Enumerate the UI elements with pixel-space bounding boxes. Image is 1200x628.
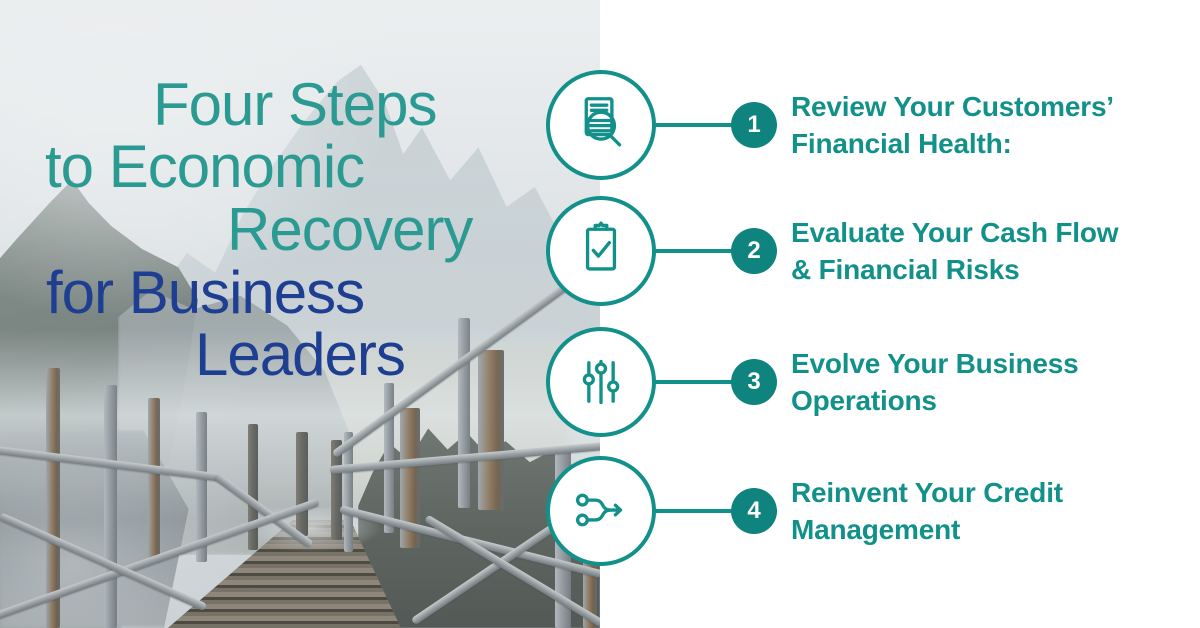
step-number: 2 <box>747 237 761 264</box>
clipboard-check-icon <box>585 221 617 271</box>
step-item-3: 3 Evolve Your Business Operations <box>546 325 1196 439</box>
railing-post <box>478 350 504 510</box>
step-4-icon-circle <box>546 456 656 566</box>
document-magnifier-icon <box>584 97 622 147</box>
step-label-line: Evolve Your Business <box>791 348 1079 379</box>
step-label-line: Financial Health: <box>791 128 1012 159</box>
railing-post <box>384 383 394 533</box>
step-number: 3 <box>747 368 761 395</box>
photo-haze <box>0 0 600 628</box>
step-item-4: 4 Reinvent Your Credit Management <box>546 454 1196 568</box>
step-number-badge: 1 <box>731 102 777 148</box>
step-number-badge: 4 <box>731 488 777 534</box>
step-label-line: Review Your Customers’ <box>791 91 1114 122</box>
sliders-icon <box>582 359 620 405</box>
step-1-icon-circle <box>546 70 656 180</box>
step-item-2: 2 Evaluate Your Cash Flow & Financial Ri… <box>546 194 1196 308</box>
background-photo <box>0 0 600 628</box>
photo-fog <box>0 0 400 320</box>
step-number: 1 <box>747 111 761 138</box>
step-label: Evolve Your Business Operations <box>791 345 1191 419</box>
connector-line <box>652 380 733 384</box>
title-line-1: Four Steps <box>153 71 437 138</box>
step-label: Review Your Customers’ Financial Health: <box>791 88 1191 162</box>
title-line-3: Recovery <box>227 196 473 263</box>
railing-post <box>248 424 258 550</box>
merge-arrow-icon <box>575 493 623 527</box>
step-number: 4 <box>747 497 761 524</box>
step-number-badge: 3 <box>731 359 777 405</box>
connector-line <box>652 123 733 127</box>
step-3-icon-circle <box>546 327 656 437</box>
title-line-5: Leaders <box>195 321 406 388</box>
railing-post <box>344 432 353 552</box>
railing-post <box>46 368 60 628</box>
step-label: Evaluate Your Cash Flow & Financial Risk… <box>791 214 1191 288</box>
title-line-4: for Business <box>46 259 365 326</box>
step-2-icon-circle <box>546 196 656 306</box>
step-label-line: & Financial Risks <box>791 254 1020 285</box>
railing-post <box>148 398 160 563</box>
steps-panel <box>600 0 1200 628</box>
step-number-badge: 2 <box>731 228 777 274</box>
step-label-line: Management <box>791 514 961 545</box>
step-label-line: Reinvent Your Credit <box>791 477 1063 508</box>
railing-post <box>331 440 342 540</box>
connector-line <box>652 509 733 513</box>
step-label-line: Operations <box>791 385 937 416</box>
step-label: Reinvent Your Credit Management <box>791 474 1191 548</box>
step-item-1: 1 Review Your Customers’ Financial Healt… <box>546 68 1196 182</box>
step-label-line: Evaluate Your Cash Flow <box>791 217 1119 248</box>
railing-post <box>400 408 420 548</box>
railing-post <box>196 412 207 562</box>
title-line-2: to Economic <box>45 133 365 200</box>
connector-line <box>652 249 733 253</box>
